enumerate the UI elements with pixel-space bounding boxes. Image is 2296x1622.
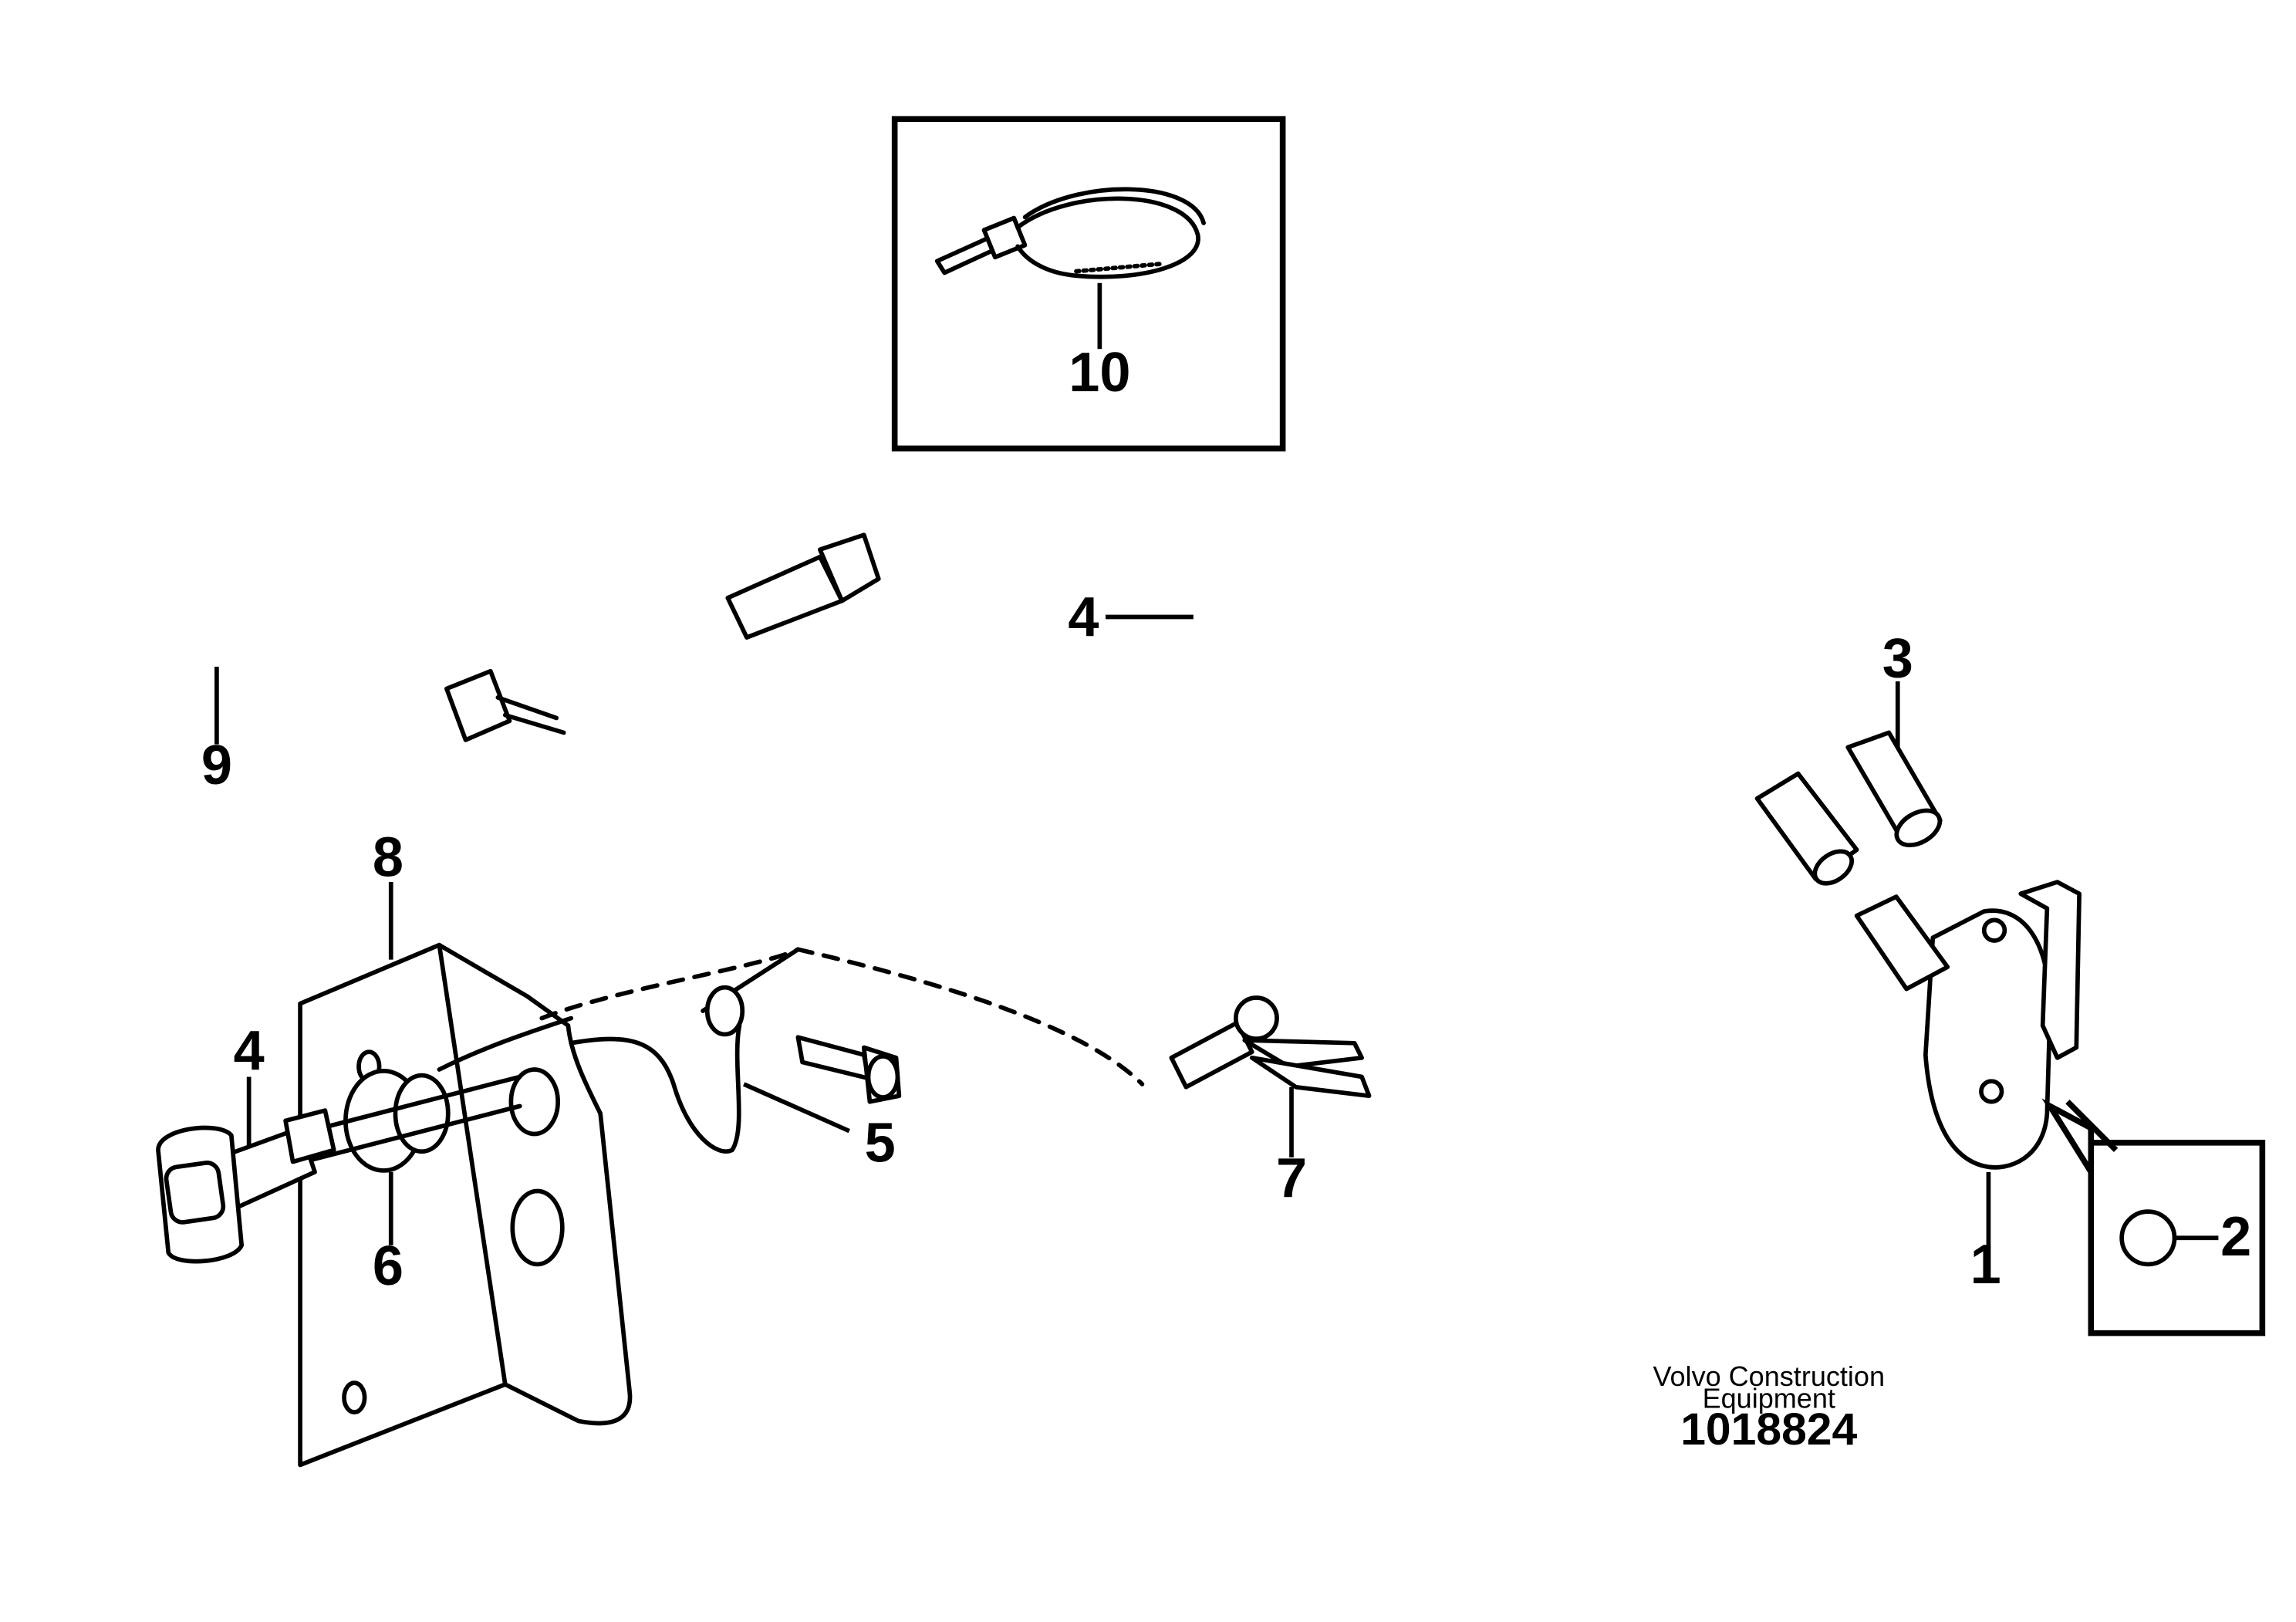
brand-line-2: Equipment	[1703, 1382, 1835, 1414]
callout-9: 9	[201, 735, 232, 796]
grommet: 6	[290, 1069, 522, 1297]
bolt: 5	[704, 985, 902, 1174]
brand-line-1: Volvo Construction	[1653, 1360, 1885, 1392]
o-ring-detail: 2	[2041, 1098, 2266, 1336]
callout-10: 10	[1069, 342, 1130, 404]
brand-block: Volvo Construction Equipment 1018824	[1653, 1360, 1885, 1455]
cable-tie-drawing	[934, 187, 1206, 279]
cable-socket-end	[725, 532, 881, 640]
power-plug	[444, 668, 566, 742]
leader-5	[743, 1082, 850, 1134]
protective-cap: 3	[1845, 627, 1943, 848]
threaded-plug: 4	[156, 1020, 336, 1264]
callout-1: 1	[1970, 1234, 2001, 1296]
callout-7: 7	[1276, 1147, 1307, 1209]
callout-5: 5	[865, 1113, 896, 1174]
power-cable-coil: 9	[77, 367, 881, 796]
callout-6: 6	[373, 1235, 403, 1297]
callout-4-cable: 4	[1068, 586, 1099, 648]
sensor-bracket: 1	[1854, 880, 2082, 1296]
cable-tie-inset: 10	[891, 116, 1286, 452]
callout-4-plug: 4	[234, 1020, 265, 1082]
document-number: 1018824	[1680, 1404, 1857, 1455]
sensor-connector-end	[1754, 771, 1859, 886]
clamp: 7	[1169, 995, 1372, 1209]
sensor-body	[1854, 894, 1950, 992]
sensor-cable-loop: 4	[940, 553, 1859, 1058]
callout-2: 2	[2220, 1206, 2251, 1268]
callout-8: 8	[373, 826, 403, 888]
callout-3: 3	[1882, 627, 1913, 689]
wire-harness	[437, 947, 1145, 1154]
